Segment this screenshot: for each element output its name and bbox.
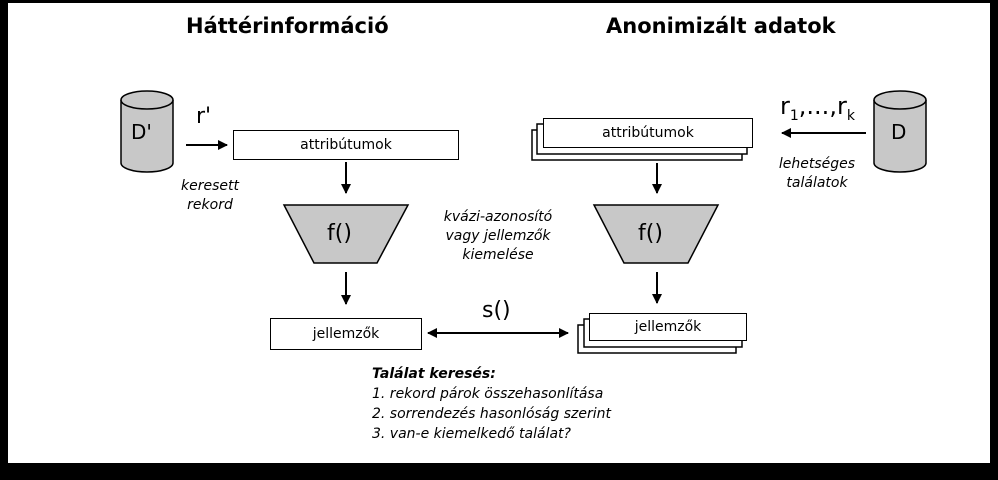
extraction-line2: vagy jellemzők xyxy=(445,228,551,244)
records-sub2: k xyxy=(846,107,855,124)
left-attributes-label: attribútumok xyxy=(300,137,392,153)
extraction-line1: kvázi-azonosító xyxy=(443,209,553,225)
extraction-line3: kiemelése xyxy=(462,247,534,263)
left-function-label: f() xyxy=(327,221,352,246)
frame-bottom-bar xyxy=(0,463,998,480)
match-search-step-2: 2. sorrendezés hasonlóság szerint xyxy=(372,406,611,422)
left-function-trapezoid xyxy=(282,204,410,264)
possible-caption-line2: találatok xyxy=(786,175,848,191)
right-function-label: f() xyxy=(638,221,663,246)
left-attributes-box: attribútumok xyxy=(233,130,459,160)
left-db-label: D' xyxy=(131,120,152,144)
match-search-step-3: 3. van-e kiemelkedő találat? xyxy=(372,426,571,442)
right-features-label: jellemzők xyxy=(634,319,702,335)
right-attributes-box: attribútumok xyxy=(543,118,753,148)
right-db-label: D xyxy=(891,120,907,144)
searched-record-caption: keresett rekord xyxy=(172,177,248,215)
right-function-trapezoid xyxy=(592,204,720,264)
right-features-box: jellemzők xyxy=(589,313,747,341)
records-mid: ,...,r xyxy=(798,92,847,120)
match-search-step-1: 1. rekord párok összehasonlítása xyxy=(372,386,604,402)
left-features-box: jellemzők xyxy=(270,318,422,350)
candidate-records-label: r1,...,rk xyxy=(780,92,855,124)
searched-caption-line2: rekord xyxy=(187,197,233,213)
possible-caption-line1: lehetséges xyxy=(778,156,856,172)
extraction-caption: kvázi-azonosító vagy jellemzők kiemelése xyxy=(428,208,568,265)
searched-record-label: r' xyxy=(196,104,212,129)
left-database-cylinder xyxy=(120,90,174,173)
records-main: r xyxy=(780,92,790,120)
similarity-label: s() xyxy=(482,298,511,323)
searched-caption-line1: keresett xyxy=(181,178,239,194)
left-title: Háttérinformáció xyxy=(186,14,389,38)
left-features-label: jellemzők xyxy=(312,326,380,342)
right-database-cylinder xyxy=(873,90,927,173)
right-title: Anonimizált adatok xyxy=(606,14,836,38)
match-search-block: Találat keresés: 1. rekord párok összeha… xyxy=(372,364,611,444)
right-attributes-label: attribútumok xyxy=(602,125,694,141)
possible-matches-caption: lehetséges találatok xyxy=(762,155,872,193)
match-search-title: Találat keresés: xyxy=(372,366,496,382)
records-sub1: 1 xyxy=(789,107,799,124)
